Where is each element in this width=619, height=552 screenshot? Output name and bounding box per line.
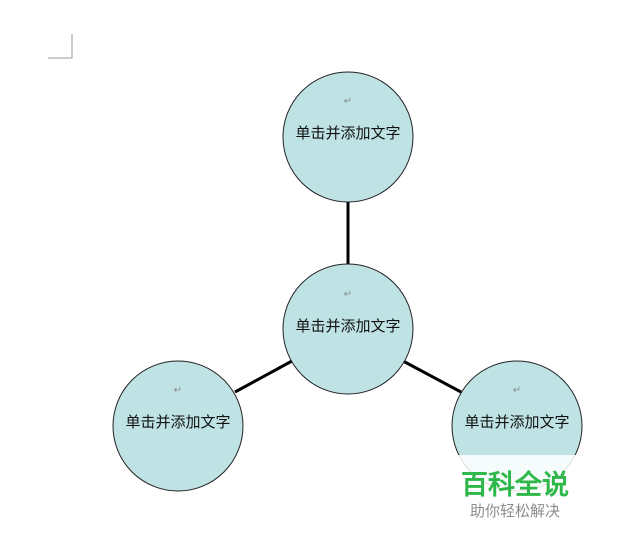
node-center[interactable]: ↵ 单击并添加文字 bbox=[282, 263, 414, 395]
connector-center-left[interactable] bbox=[234, 359, 293, 394]
watermark-subtitle: 助你轻松解决 bbox=[470, 502, 560, 520]
node-left-shape[interactable] bbox=[112, 360, 244, 492]
node-top-shape[interactable] bbox=[282, 71, 414, 203]
node-left-paragraph-mark: ↵ bbox=[174, 385, 182, 396]
node-center-shape[interactable] bbox=[282, 263, 414, 395]
node-center-paragraph-mark: ↵ bbox=[344, 289, 352, 300]
node-top-paragraph-mark: ↵ bbox=[344, 96, 352, 107]
watermark-title: 百科全说 bbox=[461, 469, 569, 501]
node-right-label[interactable]: 单击并添加文字 bbox=[464, 413, 569, 431]
node-center-label[interactable]: 单击并添加文字 bbox=[295, 317, 400, 335]
node-top[interactable]: ↵ 单击并添加文字 bbox=[282, 71, 414, 203]
node-right-paragraph-mark: ↵ bbox=[513, 385, 521, 396]
watermark: 百科全说 助你轻松解决 bbox=[440, 455, 595, 530]
node-left[interactable]: ↵ 单击并添加文字 bbox=[112, 360, 244, 492]
watermark-background bbox=[440, 455, 595, 530]
connector-center-right[interactable] bbox=[402, 359, 462, 394]
node-left-label[interactable]: 单击并添加文字 bbox=[125, 413, 230, 431]
page-margin-corner-mark bbox=[48, 34, 73, 59]
node-top-label[interactable]: 单击并添加文字 bbox=[295, 124, 400, 142]
